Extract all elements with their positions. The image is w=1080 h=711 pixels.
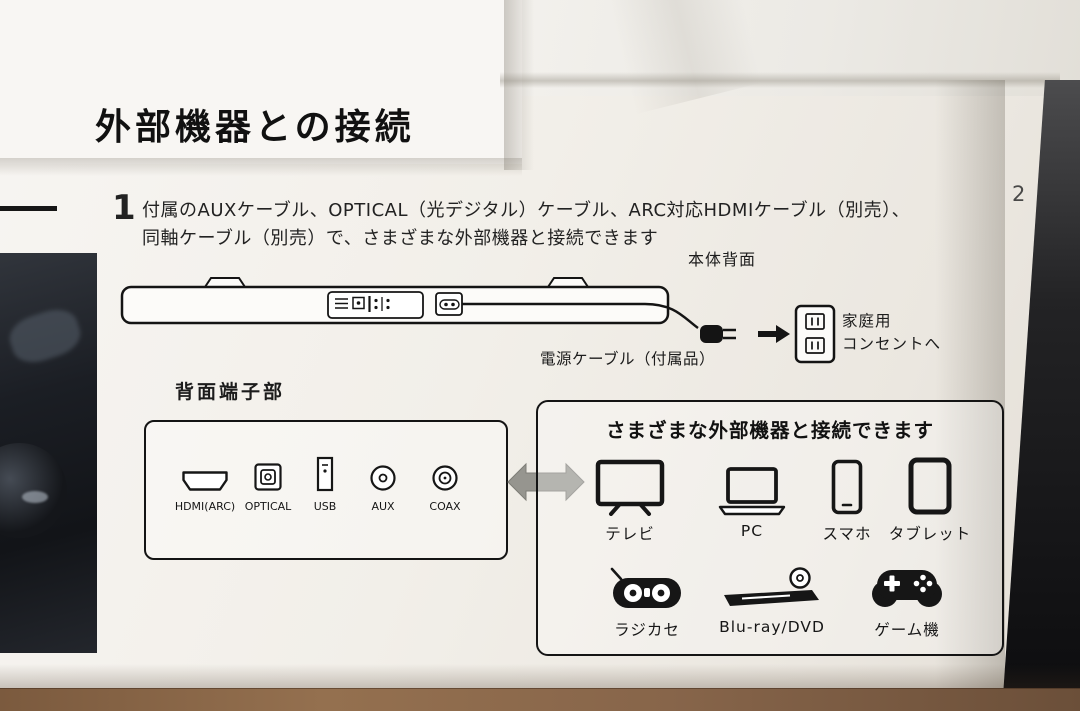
adjacent-step-number: 2 [1012, 182, 1026, 206]
step-instructions-line2: 同軸ケーブル（別売）で、さまざまな外部機器と接続できます [142, 228, 659, 249]
box-right-curve-shade [935, 80, 1005, 690]
coax-port-icon [431, 450, 459, 492]
outlet-arrow-icon [758, 325, 790, 343]
device-smartphone: スマホ [797, 448, 897, 544]
power-cable-label: 電源ケーブル（付属品） [539, 350, 716, 368]
tablet-icon [907, 448, 953, 516]
usb-port-icon [316, 450, 334, 492]
hdmi-port-icon [181, 450, 229, 492]
page-title: 外部機器との接続 [95, 107, 415, 148]
panel-glyph-dot [356, 301, 361, 305]
device-label: スマホ [822, 525, 872, 543]
optical-port-icon [253, 450, 283, 492]
device-label: PC [740, 522, 764, 540]
smartphone-icon [830, 448, 864, 516]
plug-prongs [723, 328, 736, 340]
aux-port-icon [369, 450, 397, 492]
tv-icon [594, 448, 666, 516]
product-photo-fragment [0, 253, 97, 653]
device-pc: PC [702, 448, 802, 540]
flap-edge-shadow [504, 0, 534, 170]
port-label: HDMI(ARC) [174, 500, 236, 513]
unit-rear-label: 本体背面 [688, 250, 757, 269]
panel-glyph-bars [335, 298, 348, 309]
power-cable-line [462, 302, 699, 329]
panel-glyph-square [352, 296, 365, 310]
outlet-label: 家庭用 コンセントへ [842, 310, 941, 356]
port-label: COAX [429, 500, 461, 513]
port-hdmi: HDMI(ARC) [173, 450, 237, 513]
radio-cassette-icon [609, 556, 685, 612]
rear-panel-heading: 背面端子部 [175, 381, 286, 403]
device-tablet: タブレット [880, 448, 980, 544]
device-label: ラジカセ [614, 621, 680, 639]
wood-table-surface [0, 688, 1080, 711]
laptop-icon [716, 448, 788, 516]
port-coax: COAX [413, 450, 477, 513]
box-bottom-shadow [0, 664, 1080, 690]
box-top-edge-shadow [500, 72, 1060, 88]
devices-heading: さまざまな外部機器と接続できます [605, 419, 934, 442]
power-plug-icon [700, 325, 723, 343]
step-instructions-line1: 付属のAUXケーブル、OPTICAL（光デジタル）ケーブル、ARC対応HDMIケ… [142, 200, 911, 221]
step-number: 1 [112, 188, 136, 228]
flap-bottom-shadow [0, 158, 522, 176]
device-label: Blu-ray/DVD [719, 618, 825, 636]
device-tv: テレビ [580, 448, 680, 544]
device-radio-cassette: ラジカセ [597, 556, 697, 640]
device-label: ゲーム機 [874, 621, 940, 639]
soundbar-foot-right [547, 277, 589, 288]
port-optical: OPTICAL [236, 450, 300, 513]
connection-double-arrow-icon [507, 462, 585, 502]
port-usb: USB [293, 450, 357, 513]
rear-ports-box: HDMI(ARC) OPTICAL USB [144, 420, 508, 560]
port-label: USB [313, 500, 337, 513]
step-instructions: 付属のAUXケーブル、OPTICAL（光デジタル）ケーブル、ARC対応HDMIケ… [142, 197, 972, 253]
outlet-label-line1: 家庭用 [842, 312, 892, 330]
device-bluray-player: Blu-ray/DVD [719, 556, 825, 636]
bluray-player-icon [720, 556, 824, 612]
outlet-label-line2: コンセントへ [842, 335, 942, 353]
left-edge-print-mark [0, 206, 57, 211]
background-dark-strip [1002, 80, 1080, 711]
soundbar-port-panel [327, 291, 424, 319]
photo-glint [22, 491, 48, 503]
box-lid-flap [0, 0, 522, 164]
game-controller-icon [867, 556, 947, 612]
device-label: タブレット [888, 525, 972, 543]
photo-highlight-shape [4, 303, 86, 369]
soundbar-foot-left [204, 277, 246, 288]
device-label: テレビ [605, 525, 655, 543]
port-label: AUX [371, 500, 395, 513]
ac-inlet-glyph [439, 299, 460, 310]
port-label: OPTICAL [244, 500, 292, 513]
soundbar-rear-diagram [120, 277, 836, 364]
device-game-console: ゲーム機 [857, 556, 957, 640]
external-devices-box: さまざまな外部機器と接続できます テレビ PC [536, 400, 1004, 656]
port-aux: AUX [351, 450, 415, 513]
plastic-wrap-crease [607, 0, 763, 114]
